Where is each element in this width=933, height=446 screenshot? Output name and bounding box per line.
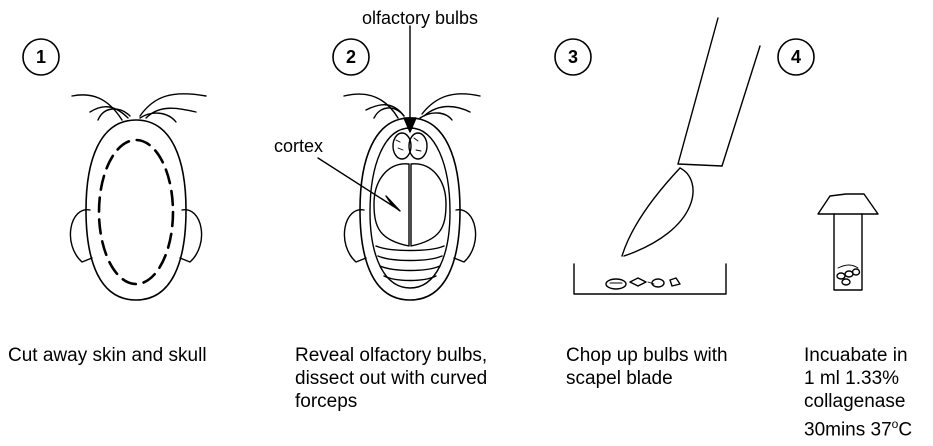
step-1-number: 1: [36, 47, 46, 67]
step-2-badge: 2: [333, 39, 369, 75]
cortex-label: cortex: [274, 136, 323, 156]
step-1-caption: Cut away skin and skull: [8, 344, 207, 367]
step-4-caption-line-time-temp: 30mins 37oC: [804, 413, 912, 441]
mouse-brain-exposed-illustration: [318, 26, 480, 300]
step-1-badge: 1: [23, 39, 59, 75]
step-4-number: 4: [791, 47, 801, 67]
step-4-caption-line: Incuabate in: [804, 344, 912, 367]
step-2-number: 2: [346, 47, 356, 67]
step-4-caption-line: 1 ml 1.33%: [804, 367, 912, 390]
step-4-badge: 4: [778, 39, 814, 75]
mouse-head-skull-illustration: [70, 94, 206, 300]
step-3-number: 3: [568, 47, 578, 67]
olfactory-bulbs-label: olfactory bulbs: [362, 8, 478, 28]
step-3-badge: 3: [555, 39, 591, 75]
step-4-caption-line: collagenase: [804, 390, 912, 413]
step-2-caption: Reveal olfactory bulbs, dissect out with…: [295, 344, 487, 413]
collagenase-tube-illustration: [818, 194, 878, 290]
step-3-caption: Chop up bulbs with scapel blade: [566, 344, 728, 390]
step-4-caption: Incuabate in 1 ml 1.33% collagenase 30mi…: [804, 344, 912, 441]
scalpel-and-dish-illustration: [574, 18, 760, 294]
